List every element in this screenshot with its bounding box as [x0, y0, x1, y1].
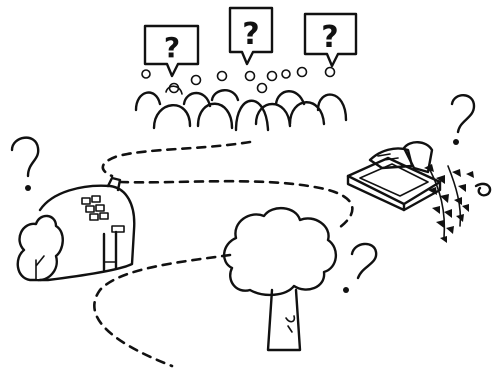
- speech-bubble-icon-left: ?: [145, 26, 198, 76]
- person-icon: [276, 91, 304, 104]
- question-mark-icon: ?: [242, 17, 259, 52]
- person-icon: [184, 93, 210, 106]
- person-icon: [154, 105, 190, 128]
- laptop-icon: [348, 142, 440, 210]
- question-mark-icon-house: [12, 138, 38, 191]
- ivy-plant-icon: [424, 164, 490, 243]
- house-icon: [18, 178, 135, 280]
- person-icon: [136, 93, 160, 110]
- speech-bubble-icon-center: ?: [230, 8, 272, 64]
- speech-bubble-icon-right: ?: [305, 14, 356, 66]
- person-icon: [236, 101, 268, 130]
- question-mark-icon-laptop: [452, 95, 474, 145]
- question-mark-icon: ?: [164, 31, 180, 64]
- tree-icon: [224, 208, 336, 350]
- person-icon: [198, 104, 232, 128]
- crowd: [136, 68, 346, 131]
- question-mark-icon: ?: [321, 20, 338, 55]
- question-mark-icon-tree: [343, 244, 376, 293]
- person-icon: [212, 90, 238, 100]
